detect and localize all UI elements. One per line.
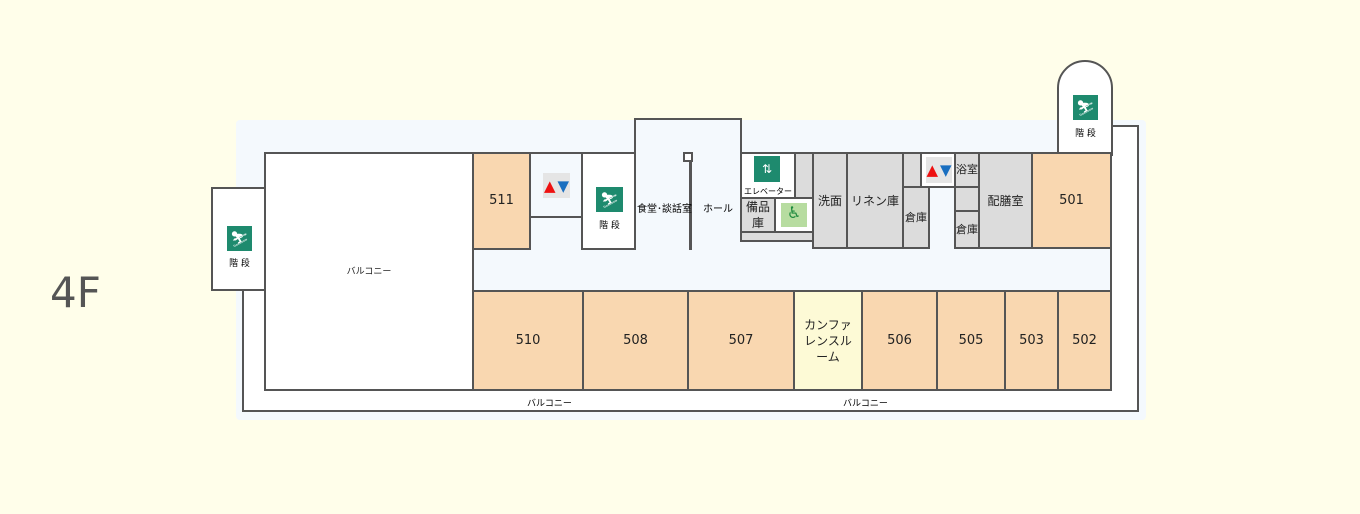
restroom-icon: ▲▼: [926, 157, 952, 183]
room-510[interactable]: 510: [472, 290, 584, 391]
hall-area: [634, 118, 742, 253]
stairs-icon: ⛷: [596, 187, 623, 212]
pantry: 配膳室: [978, 152, 1033, 249]
room-505[interactable]: 505: [936, 290, 1006, 391]
room-502[interactable]: 502: [1057, 290, 1112, 391]
washroom: 洗面: [812, 152, 848, 249]
label: カンファレンスルーム: [804, 317, 852, 364]
conference-room[interactable]: カンファレンスルーム: [793, 290, 863, 391]
elevator-icon: ⇅: [754, 156, 780, 182]
room-508[interactable]: 508: [582, 290, 689, 391]
dining-label: 食堂･談話室: [637, 204, 692, 215]
room-number: 508: [623, 332, 648, 348]
room-number: 501: [1059, 192, 1084, 208]
hall-label: ホール: [703, 204, 733, 215]
label: 洗面: [817, 193, 842, 208]
label: 倉庫: [905, 210, 927, 224]
stairs-label-right: 階 段: [1075, 129, 1096, 139]
wheelchair-icon: ♿: [781, 203, 807, 227]
room-506[interactable]: 506: [861, 290, 938, 391]
restroom-icon: ▲▼: [543, 173, 570, 198]
room-501[interactable]: 501: [1031, 152, 1112, 249]
floor-label: 4F: [50, 268, 101, 317]
room-507[interactable]: 507: [687, 290, 795, 391]
room-number: 510: [515, 332, 541, 348]
room-number: 507: [728, 332, 754, 348]
balcony-room: バルコニー: [264, 152, 474, 391]
room-number: 511: [489, 193, 514, 208]
bath: 浴室: [954, 152, 980, 188]
balcony-label-1: バルコニー: [527, 399, 572, 409]
corridor: [470, 246, 1112, 292]
room-number: 503: [1019, 332, 1044, 348]
storage-equipment: 備品庫: [740, 197, 776, 233]
label: 備品庫: [745, 200, 770, 230]
balcony-label: バルコニー: [346, 266, 392, 277]
elevator-label: エレベーター: [744, 187, 792, 196]
storage-2: 倉庫: [954, 210, 980, 249]
room-511[interactable]: 511: [472, 152, 531, 250]
label: 配膳室: [987, 193, 1024, 208]
room-number: 505: [958, 332, 984, 348]
label: 倉庫: [956, 222, 978, 236]
stairs-icon: ⛷: [1073, 95, 1098, 120]
label: リネン庫: [850, 193, 899, 208]
linen-storage: リネン庫: [846, 152, 904, 249]
room-503[interactable]: 503: [1004, 290, 1059, 391]
room-number: 502: [1072, 332, 1097, 348]
room-number: 506: [887, 332, 912, 348]
stairs-label-center: 階 段: [599, 221, 620, 231]
right-stair-corridor: [1108, 125, 1139, 412]
balcony-label-2: バルコニー: [843, 399, 888, 409]
storage-1: 倉庫: [902, 186, 930, 249]
stairs-sign-right: ⛷: [1073, 95, 1098, 120]
stairs-icon: ⛷: [227, 226, 252, 251]
label: 浴室: [956, 163, 978, 176]
stairs-label-left: 階 段: [229, 259, 250, 269]
